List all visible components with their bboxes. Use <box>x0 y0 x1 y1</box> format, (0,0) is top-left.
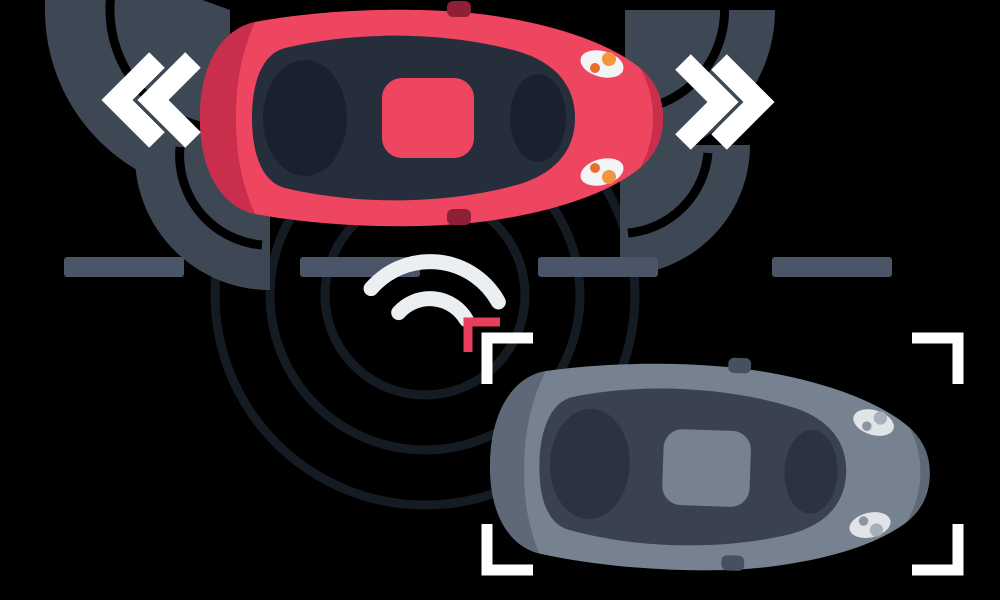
gray-car-headlight-lower-bulb <box>869 523 884 537</box>
gray-car-nose-shade <box>906 427 930 523</box>
gray-car-glass-rear-shade <box>549 408 630 520</box>
red-car-mirror-top <box>447 1 471 17</box>
red-car-nose-shade <box>640 68 663 168</box>
detection-frame-bottom-right <box>912 524 964 576</box>
red-car-headlight-upper <box>580 50 624 78</box>
detection-frame-top-right <box>912 332 964 384</box>
gray-car-mirror-bottom <box>721 555 745 571</box>
gray-car-mirror-top <box>728 357 752 374</box>
gray-car-rear-shade <box>490 371 546 554</box>
gray-car-roof-panel <box>662 429 751 507</box>
chevron-left-icon <box>101 52 201 148</box>
gray-car-headlight-upper-core <box>862 421 872 431</box>
red-car <box>200 1 663 227</box>
chevron-left-inner <box>137 52 201 148</box>
lane-dash-1 <box>64 257 184 277</box>
target-corner-accent <box>463 317 500 352</box>
red-car-headlight-lower <box>580 158 624 186</box>
chevron-right-icon <box>675 54 775 150</box>
red-car-headlight-lower-bulb <box>602 170 616 184</box>
chevron-right-inner <box>675 54 739 150</box>
sonar-wave-inner-arc <box>391 291 474 328</box>
gray-car-headlight-lower-core <box>858 516 869 526</box>
red-car-roof-panel <box>382 78 474 158</box>
gray-car-glass-front-shade <box>784 429 838 514</box>
sonar-wave-outer-arc <box>363 254 506 310</box>
detection-frame <box>481 332 964 576</box>
chevron-left-outer <box>101 52 165 148</box>
sonar-wave-icon <box>363 254 506 328</box>
gray-car <box>490 357 930 571</box>
red-car-headlight-lower-core <box>590 163 600 173</box>
red-car-headlight-upper-bulb <box>602 52 616 66</box>
detection-frame-bottom-left <box>481 524 533 576</box>
red-car-headlight-upper-core <box>590 63 600 73</box>
red-car-glass-rear-shade <box>263 60 347 176</box>
red-car-glass-front-shade <box>510 74 566 162</box>
detection-frame-top-left <box>481 332 533 384</box>
gray-car-headlight-lower <box>849 512 891 538</box>
gray-car-headlight-upper <box>853 409 894 436</box>
sensor-fan-slit-bottom-left <box>175 146 263 250</box>
sensor-fan-slit-bottom-right <box>627 152 713 238</box>
lane-dash-4 <box>772 257 892 277</box>
lane-dash-3 <box>538 257 658 277</box>
red-car-mirror-bottom <box>447 209 471 225</box>
red-car-rear-shade <box>200 22 255 214</box>
lane-marking <box>64 257 892 277</box>
gray-car-headlight-upper-bulb <box>873 411 888 425</box>
chevron-right-outer <box>711 54 775 150</box>
